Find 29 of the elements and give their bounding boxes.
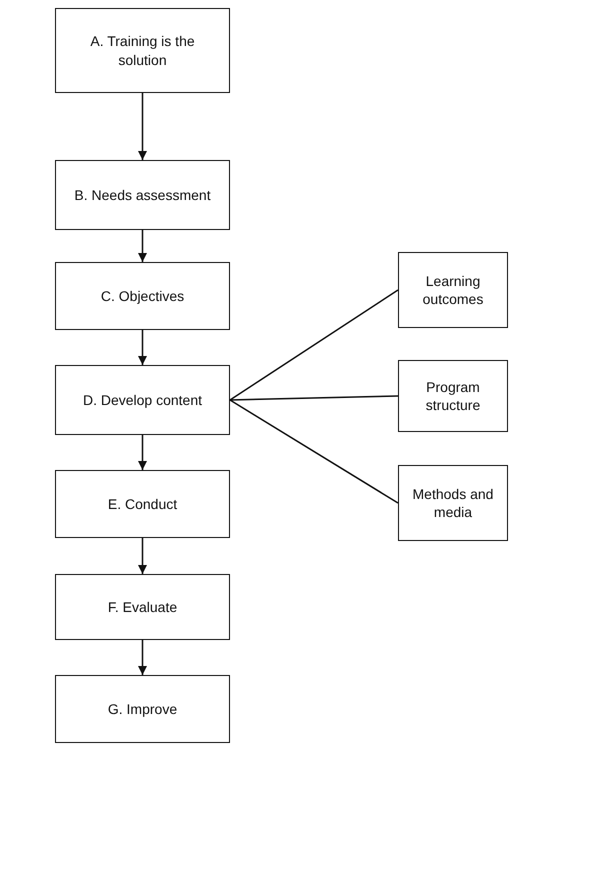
box-label: C. Objectives — [100, 286, 184, 306]
arrow — [138, 435, 147, 470]
process-box — [398, 360, 508, 432]
box-label: G. Improve — [108, 700, 178, 718]
process-box — [55, 365, 230, 435]
arrow — [138, 93, 147, 160]
process-box — [398, 465, 508, 541]
arrow — [138, 640, 147, 675]
arrow — [138, 230, 147, 262]
box-label: A. Training is the solution — [89, 32, 196, 69]
process-box — [398, 252, 508, 328]
box-label: D. Develop content — [82, 390, 202, 410]
connector-line — [230, 399, 398, 504]
process-box — [55, 675, 230, 743]
process-box — [55, 8, 230, 93]
connector-line — [230, 395, 398, 401]
box-label: Program structure — [424, 378, 482, 414]
box-label: F. Evaluate — [108, 598, 178, 616]
connector-line — [230, 289, 398, 401]
box-label: E. Conduct — [108, 494, 178, 514]
box-label: Learning outcomes — [422, 272, 484, 308]
process-box — [55, 470, 230, 538]
box-label: B. Needs assessment — [74, 186, 211, 204]
process-box — [55, 160, 230, 230]
box-label: Methods and media — [412, 484, 494, 522]
process-box — [55, 574, 230, 640]
arrow — [138, 538, 147, 574]
arrow — [138, 330, 147, 365]
process-box — [55, 262, 230, 330]
